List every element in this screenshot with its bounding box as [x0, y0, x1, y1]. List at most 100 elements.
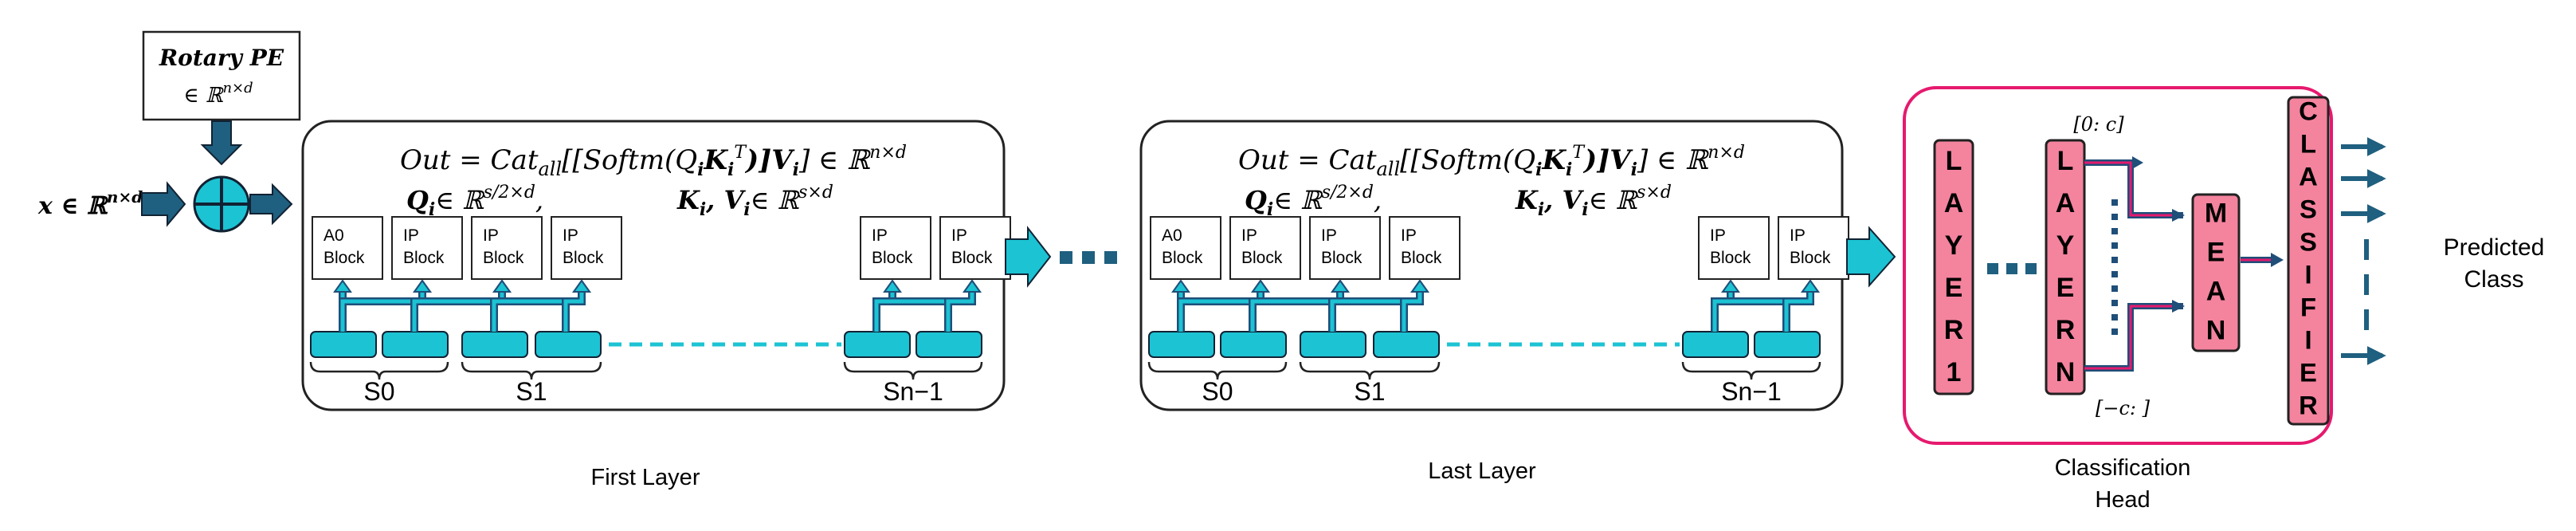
layer-formula: Out = Catall[[Softm(QiKiT)]Vi] ∈ ℝn×d	[1238, 143, 1745, 180]
kv-dimension: Ki, Vi∈ ℝs×d	[676, 183, 833, 220]
svg-text:L: L	[2300, 129, 2316, 159]
token-segment	[1682, 331, 1749, 358]
svg-text:IP: IP	[403, 226, 419, 245]
segment-s1: S1	[516, 377, 547, 406]
token-segment	[1148, 331, 1215, 358]
svg-text:Block: Block	[1162, 249, 1203, 267]
token-segment	[1373, 331, 1440, 358]
svg-text:L: L	[1946, 146, 1962, 176]
classification-head	[1903, 86, 2333, 445]
kv-dimension: Ki, Vi∈ ℝs×d	[1515, 183, 1672, 220]
caption-last-layer: Last Layer	[1428, 458, 1536, 484]
svg-text:IP: IP	[1710, 226, 1726, 245]
segment-sn: Sn−1	[1721, 377, 1782, 406]
first-to-last-dots	[1060, 251, 1117, 264]
ip-block: IP Block	[1229, 216, 1301, 280]
svg-text:Block: Block	[323, 249, 365, 267]
svg-text:IP: IP	[1241, 226, 1257, 245]
segment-sn: Sn−1	[883, 377, 943, 406]
last-to-head-arrow	[1846, 226, 1896, 288]
svg-text:Block: Block	[872, 249, 913, 267]
token-segment	[310, 331, 377, 358]
svg-text:1: 1	[1947, 357, 1962, 387]
ip-block: IP Block	[1778, 216, 1849, 280]
predicted-class-line1: Predicted	[2444, 234, 2545, 261]
svg-text:Block: Block	[403, 249, 445, 267]
svg-text:IP: IP	[1790, 226, 1806, 245]
svg-text:I: I	[2304, 260, 2311, 289]
svg-text:Block: Block	[1321, 249, 1362, 267]
ip-block: IP Block	[860, 216, 931, 280]
svg-text:E: E	[2300, 358, 2317, 387]
segment-s0: S0	[363, 377, 394, 406]
ip-block: IP Block	[1698, 216, 1770, 280]
svg-text:E: E	[2056, 273, 2075, 303]
q-dimension: Qi∈ ℝs/2×d,	[1245, 183, 1382, 220]
ip-block: IP Block	[551, 216, 622, 280]
svg-text:F: F	[2300, 293, 2316, 322]
token-segment	[1754, 331, 1821, 358]
svg-text:C: C	[2299, 96, 2318, 126]
token-segment	[916, 331, 982, 358]
token-segment	[1220, 331, 1287, 358]
svg-text:IP: IP	[483, 226, 499, 245]
svg-text:Block: Block	[1241, 249, 1283, 267]
svg-text:I: I	[2304, 325, 2311, 355]
svg-text:IP: IP	[872, 226, 888, 245]
output-arrows	[2341, 137, 2386, 365]
svg-text:A: A	[2206, 276, 2226, 306]
caption-first-layer: First Layer	[591, 465, 700, 490]
caption-head-line2: Head	[2095, 487, 2150, 513]
svg-text:Block: Block	[563, 249, 604, 267]
svg-text:E: E	[1945, 273, 1963, 303]
svg-text:S: S	[2300, 195, 2317, 224]
svg-text:E: E	[2207, 237, 2225, 267]
svg-text:Y: Y	[1945, 230, 1963, 261]
svg-text:IP: IP	[563, 226, 578, 245]
ip-block: IP Block	[391, 216, 463, 280]
range-bottom-label: [−c: ]	[2096, 397, 2151, 419]
layer-dots	[1987, 263, 2037, 274]
svg-text:∈ ℝn×d: ∈ ℝn×d	[183, 80, 253, 108]
svg-text:A0: A0	[323, 226, 344, 245]
input-arrow	[141, 181, 186, 227]
svg-text:M: M	[2205, 198, 2227, 228]
rotary-down-arrow	[200, 120, 243, 166]
ip-block: IP Block	[939, 216, 1011, 280]
svg-text:Block: Block	[1401, 249, 1442, 267]
ip-block: IP Block	[1389, 216, 1461, 280]
token-segment	[844, 331, 911, 358]
svg-text:A: A	[2056, 188, 2076, 218]
svg-text:Block: Block	[1790, 249, 1831, 267]
svg-text:IP: IP	[1401, 226, 1417, 245]
add-circle-icon	[193, 175, 250, 233]
svg-text:Block: Block	[951, 249, 993, 267]
caption-head-line1: Classification	[2055, 455, 2191, 481]
svg-text:IP: IP	[1321, 226, 1337, 245]
svg-text:A: A	[2299, 162, 2318, 191]
segment-s0: S0	[1202, 377, 1233, 406]
svg-text:x ∈ ℝn×d: x ∈ ℝn×d	[37, 187, 143, 220]
svg-text:A: A	[1944, 188, 1964, 218]
ip-block: IP Block	[1309, 216, 1381, 280]
add-output-arrow	[249, 183, 293, 226]
token-segment	[382, 331, 449, 358]
svg-text:N: N	[2206, 315, 2226, 345]
svg-text:S: S	[2300, 227, 2317, 257]
first-to-last-arrow	[1005, 226, 1052, 288]
svg-text:L: L	[2057, 146, 2074, 176]
svg-text:IP: IP	[951, 226, 967, 245]
predicted-class-line2: Class	[2464, 266, 2523, 293]
svg-text:Block: Block	[1710, 249, 1751, 267]
token-segment	[461, 331, 528, 358]
svg-text:Rotary PE: Rotary PE	[159, 45, 284, 71]
token-segment	[1300, 331, 1366, 358]
